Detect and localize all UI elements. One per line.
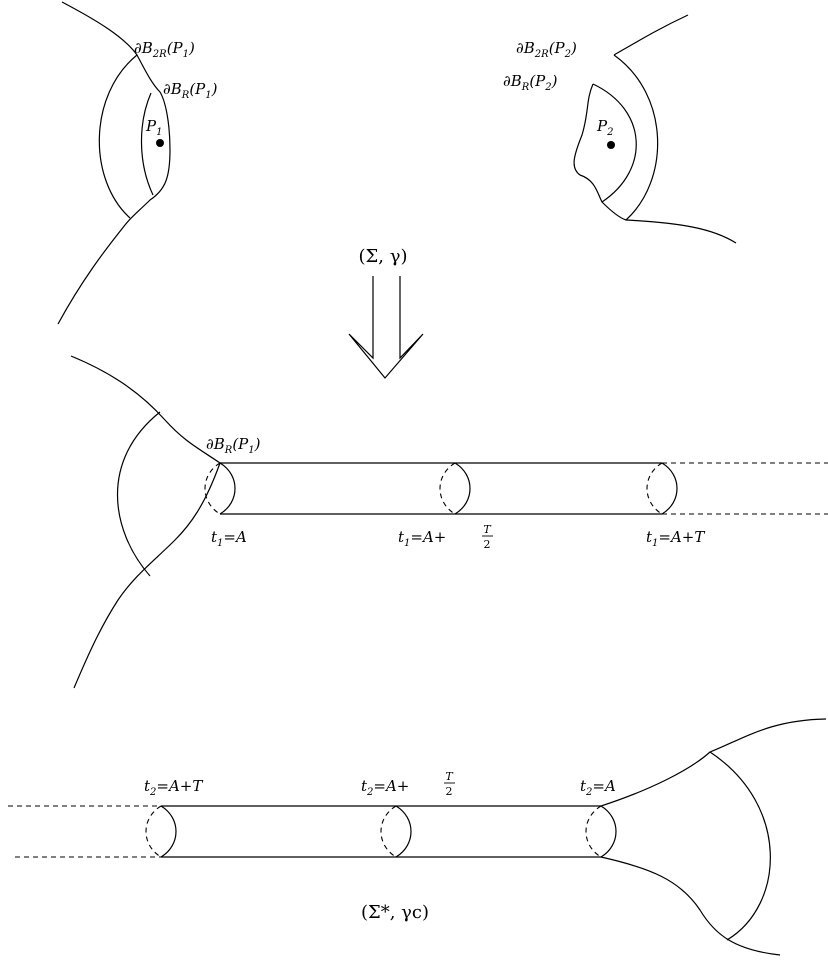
down-arrow [348, 276, 424, 379]
surface-boundary-curve [57, 1, 171, 325]
label-inner-boundary-p1: ∂BR(P1) [163, 80, 218, 101]
inner-ball-arc [592, 83, 637, 203]
middle-surface [70, 355, 828, 689]
label-point-p2: P2 [596, 117, 613, 138]
cross-section-3-front [661, 462, 678, 515]
svg-text:T: T [445, 770, 454, 783]
surface-boundary-top [613, 14, 689, 56]
cross-section-1-back [204, 462, 221, 515]
cross-section-2-front [454, 462, 471, 515]
cross-section-2-front [395, 805, 412, 858]
outer-ball-arc [117, 411, 161, 577]
label-outer-boundary-p2: ∂B2R(P2) [516, 39, 577, 60]
surface-boundary-upper [600, 718, 827, 807]
surface-boundary-lower [600, 856, 781, 956]
surface-boundary-curve [70, 355, 221, 689]
cross-section-1-back [145, 805, 162, 858]
surface-boundary-curve [573, 83, 737, 244]
cross-section-1-front [219, 462, 236, 515]
cross-section-2-back [439, 462, 456, 515]
fraction-t-over-2: T 2 [482, 523, 493, 551]
label-t1-a-t: t1=A+T [646, 528, 705, 549]
outer-ball-arc [709, 751, 771, 941]
cross-section-3-back [585, 805, 602, 858]
label-t2-a-half: t2=A+ [361, 777, 409, 798]
label-t2-a-t: t2=A+T [144, 777, 203, 798]
svg-text:T: T [483, 523, 492, 536]
label-metric: (Σ, γ) [359, 246, 408, 267]
top-left-surface [57, 1, 171, 325]
cross-section-2-back [380, 805, 397, 858]
label-tube-boundary-p1: ∂BR(P1) [206, 435, 261, 456]
cross-section-1-front [160, 805, 177, 858]
label-t1-a-half: t1=A+ [398, 528, 446, 549]
label-point-p1: P1 [145, 117, 162, 138]
point-p1-dot [156, 139, 164, 147]
cross-section-3-back [646, 462, 663, 515]
label-t1-a: t1=A [211, 528, 247, 549]
bottom-surface [8, 718, 827, 956]
cross-section-3-front [600, 805, 617, 858]
inner-ball-arc [140, 92, 154, 196]
svg-text:2: 2 [446, 785, 453, 798]
label-inner-boundary-p2: ∂BR(P2) [503, 72, 558, 93]
outer-ball-arc [98, 54, 138, 219]
point-p2-dot [607, 141, 615, 149]
top-right-surface [573, 14, 737, 244]
label-t2-a: t2=A [580, 777, 616, 798]
label-outer-boundary-p1: ∂B2R(P1) [134, 39, 195, 60]
fraction-t-over-2: T 2 [444, 770, 455, 798]
label-bottom-metric: (Σ*, γc) [361, 902, 429, 923]
outer-ball-arc [613, 54, 659, 221]
svg-text:2: 2 [484, 538, 491, 551]
